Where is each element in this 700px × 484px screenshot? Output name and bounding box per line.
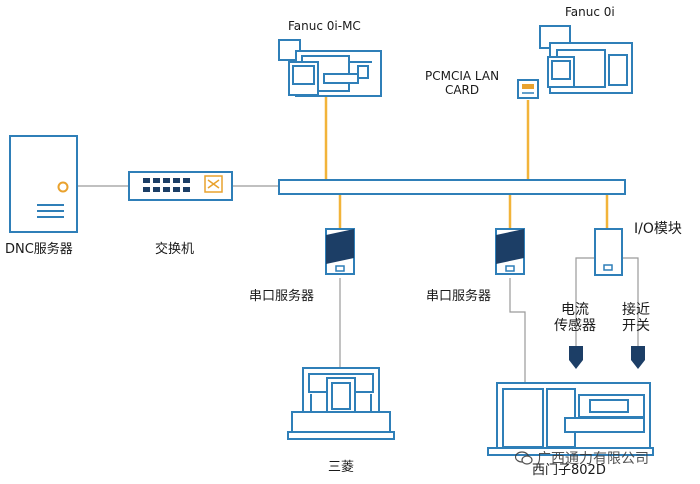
- dnc-server-icon: [9, 135, 78, 233]
- fanuc-0i-machine-icon: [539, 25, 633, 94]
- io-to-current-sensor-link: [575, 257, 596, 346]
- siemens-802d-label: 西门子802D: [532, 463, 606, 478]
- current-sensor-icon: [569, 346, 583, 369]
- fanuc-0i-mc-label: Fanuc 0i-MC: [288, 19, 361, 33]
- ethernet-bus: [278, 179, 626, 195]
- io-module-label: I/O模块: [634, 221, 682, 237]
- io-to-proximity-switch-link: [618, 257, 639, 346]
- switch-label: 交换机: [155, 242, 195, 257]
- serial-right-to-siemens-link: [509, 278, 526, 392]
- switch-icon: [128, 171, 233, 201]
- serial-server-left-label: 串口服务器: [249, 289, 315, 304]
- serial-server-left-icon: [325, 228, 355, 275]
- mitsubishi-label: 三菱: [328, 460, 355, 475]
- mitsubishi-machine-icon: [287, 367, 395, 440]
- wechat-icon: [515, 451, 533, 465]
- proximity-switch-label: 接近 开关: [622, 302, 650, 335]
- siemens-802d-machine-icon: [487, 382, 654, 456]
- io-module-icon: [594, 228, 623, 276]
- dnc-server-label: DNC服务器: [5, 242, 73, 257]
- serial-server-right-icon: [495, 228, 525, 275]
- pcmcia-card-label: PCMCIA LAN CARD: [425, 69, 500, 97]
- proximity-switch-icon: [631, 346, 645, 369]
- fanuc-0i-mc-machine-icon: [278, 39, 382, 97]
- fanuc-0i-label: Fanuc 0i: [565, 5, 615, 19]
- watermark: 广西通力有限公司: [515, 448, 649, 468]
- pcmcia-card-icon: [517, 79, 539, 99]
- current-sensor-label: 电流 传感器: [554, 302, 596, 335]
- serial-server-right-label: 串口服务器: [426, 289, 492, 304]
- watermark-text: 广西通力有限公司: [537, 451, 649, 467]
